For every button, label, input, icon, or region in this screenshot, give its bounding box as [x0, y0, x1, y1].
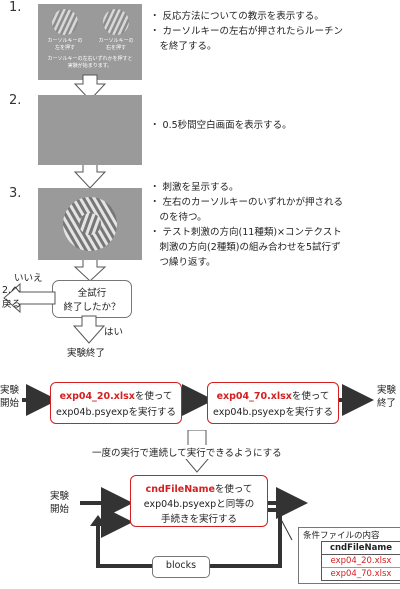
left-grating [52, 9, 78, 35]
down-arrow-3 [73, 258, 107, 282]
condition-table-header: cndFileName [322, 542, 400, 555]
experiment-end-label: 実験終了 [67, 348, 106, 359]
decision-text-line2: 終了したか？ [63, 302, 121, 313]
flow1-box-exp04-70: exp04_70.xlsxを使って exp04b.psyexpを実行する [207, 382, 339, 424]
flow1-arrows [22, 384, 374, 416]
flow2-box-cndfilename: cndFileNameを使って exp04b.psyexpと同等の 手続きを実行… [130, 475, 268, 527]
blocks-label: blocks [165, 560, 197, 571]
no-label: いいえ [14, 273, 43, 284]
condition-table-title: 条件ファイルの内容 [303, 531, 380, 541]
condition-file-table: 条件ファイルの内容 cndFileName exp04_20.xlsx exp0… [298, 527, 400, 584]
test-grating [79, 213, 101, 235]
right-key-caption: カーソルキーの 右を押す [98, 38, 134, 51]
decision-text-line1: 全試行 [77, 288, 107, 299]
step1-number: 1. [9, 0, 22, 15]
step1-instruction-screen: カーソルキーの 左を押す カーソルキーの 右を押す カーソルキーの左右いずれかを… [38, 4, 142, 80]
right-grating [103, 9, 129, 35]
yes-arrow [72, 315, 106, 344]
flow1-box-exp04-20: exp04_20.xlsxを使って exp04b.psyexpを実行する [50, 382, 182, 424]
step2-blank-screen [38, 95, 142, 165]
flow2-arrows [80, 487, 308, 568]
step3-stimulus-screen [38, 188, 142, 260]
all-trials-done-decision: 全試行 終了したか？ [52, 280, 132, 318]
flow1-end: 実験終了 [377, 385, 397, 409]
flow1-start: 実験開始 [0, 385, 20, 409]
down-arrow-2 [73, 163, 107, 189]
start-caption: カーソルキーの左右いずれかを押すと 実験が始まります。 [47, 56, 133, 69]
step1-description: ・ 反応方法についての教示を表示する。 ・ カーソルキーの左右が押されたらルーチ… [150, 11, 344, 52]
merge-label: 一度の実行で連続して実行できるようにする [90, 445, 284, 459]
step2-description: ・ 0.5秒間空白画面を表示する。 [150, 120, 292, 131]
goto-step2-label: 2.へ 戻る [2, 285, 22, 310]
condition-table-row: exp04_70.xlsx [330, 569, 392, 579]
down-arrow-1 [73, 74, 107, 101]
condition-table-row: exp04_20.xlsx [322, 555, 400, 568]
step2-number: 2. [9, 93, 22, 108]
step3-description: ・ 刺激を呈示する。 ・ 左右のカーソルキーのいずれかが押される のを待つ。 ・… [150, 182, 344, 268]
left-key-caption: カーソルキーの 左を押す [47, 38, 83, 51]
yes-label: はい [104, 327, 124, 338]
no-arrow [3, 282, 56, 314]
flow2-start: 実験開始 [50, 491, 70, 515]
step3-number: 3. [9, 186, 22, 201]
flow-arrows-top [73, 74, 107, 282]
blocks-loop: blocks [152, 556, 210, 578]
